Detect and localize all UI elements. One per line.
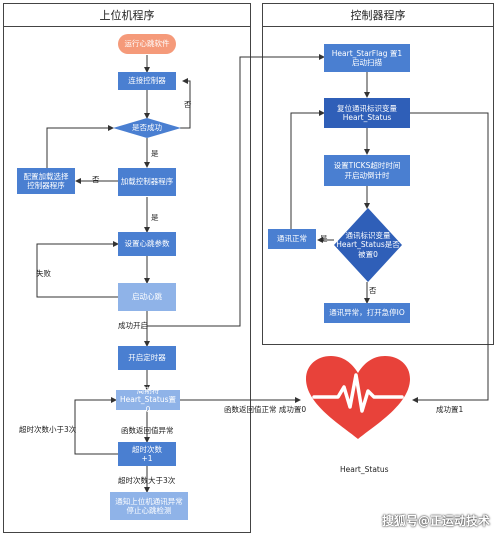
label-count-lt3: 超时次数小于3次 [19, 425, 77, 434]
notify-comm-error-box: 通知上位机通讯异常 停止心跳检测 [110, 492, 188, 520]
label-read-abnormal: 函数返回值异常 [121, 426, 174, 435]
upper-computer-lane-title: 上位机程序 [4, 4, 250, 27]
label-no-retry: 否 [184, 100, 192, 109]
set-start-flag-box: Heart_StarFlag 置1 启动扫描 [324, 44, 410, 72]
controller-lane-title: 控制器程序 [263, 4, 493, 27]
heart-status-caption: Heart_Status [340, 465, 389, 474]
set-heartbeat-params-box: 设置心跳参数 [118, 232, 176, 256]
decision-status-diamond [334, 208, 402, 282]
comm-ok-box: 通讯正常 [268, 229, 316, 249]
label-status-no: 否 [369, 286, 377, 295]
heart-icon [306, 356, 410, 439]
set-ticks-timeout-box: 设置TICKS超时时间 开启动倒计时 [324, 155, 410, 186]
watermark: 搜狐号@正运动技术 [381, 514, 490, 528]
label-count-gt3: 超时次数大于3次 [118, 476, 176, 485]
label-read-ok: 函数返回值正常 成功置0 [224, 405, 307, 414]
decision-success-label: 是否成功 [132, 123, 162, 133]
label-status-yes: 是 [320, 234, 328, 243]
label-yes-2: 是 [151, 213, 159, 222]
periodic-status-reset-box: 周期将 Heart_Status置0 [116, 386, 180, 414]
decision-success-diamond [113, 118, 181, 138]
reset-status-box: 复位通讯标识变量 Heart_Status [324, 98, 410, 128]
start-heartbeat-box: 启动心跳 [118, 283, 176, 311]
label-fail: 失败 [36, 269, 51, 278]
timeout-count-box: 超时次数 +1 [118, 442, 176, 466]
label-success-start: 成功开启 [118, 321, 148, 330]
label-set1: 成功置1 [436, 405, 464, 414]
decision-status-label: 通讯标识变量 Heart_Status是否 被置0 [336, 230, 400, 259]
comm-abnormal-box: 通讯异常，打开急停IO [324, 303, 410, 323]
label-yes-1: 是 [151, 149, 159, 158]
start-timer-box: 开启定时器 [118, 346, 176, 370]
start-heartbeat-software: 运行心跳软件 [118, 34, 176, 54]
load-controller-program-box: 加载控制器程序 [118, 168, 176, 196]
label-no-config: 否 [92, 175, 100, 184]
connect-controller-box: 连接控制器 [118, 72, 176, 90]
config-select-program-box: 配置加载选择 控制器程序 [17, 168, 75, 194]
